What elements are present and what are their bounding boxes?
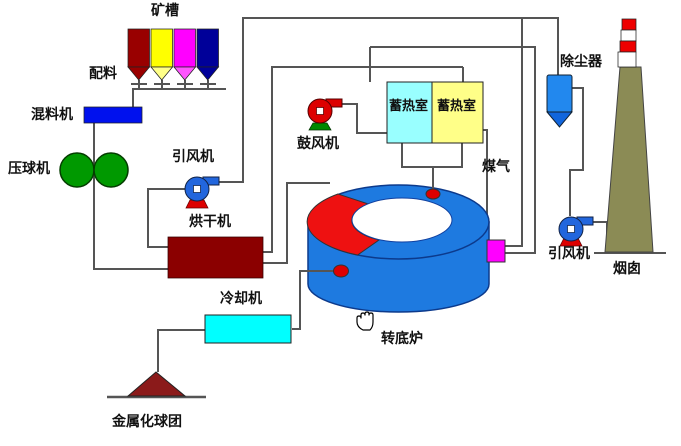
ore-hopper-1 [127,28,150,68]
mixer-label: 混料机 [31,107,73,123]
pipe-regentop-to-fluebox [370,46,536,254]
chimney-stripe-white-2 [617,51,637,68]
chimney-stripe-red-1 [621,18,637,31]
dryer-label: 烘干机 [189,214,231,230]
ore-hopper-3 [173,28,196,68]
pipe-topline-to-fluebox [505,18,523,247]
dryer-fan-label: 引风机 [172,149,214,165]
dryer-fan-icon [184,176,220,209]
cooler-label: 冷却机 [220,291,262,307]
dryer-fan-base [185,199,209,209]
briquetting-roller-right [93,152,129,188]
pipe-dustcollector-to-fan [569,87,584,216]
regenerator-right-box [431,81,484,144]
coal-gas-label: 煤气 [482,159,510,175]
dryer-box [167,236,264,279]
ore-bins [127,28,220,81]
ore-hopper-2 [150,28,173,68]
regenerator-right-label: 蓄热室 [437,99,477,114]
chimney-fan-icon [558,216,594,247]
pipe-discharge-to-cooler [292,270,334,330]
chimney-fan-label: 引风机 [548,246,590,262]
chimney-stripe-red-2 [619,40,637,53]
metallized-pellets-label: 金属化球团 [112,414,182,430]
flue-gas-box [486,239,506,263]
chimney-shape [604,18,654,253]
pipe-fan-to-chimney [592,221,608,251]
pipe-regen-bracket [401,143,463,168]
cooler-box [204,314,292,344]
blower-hub [316,107,324,115]
pipe-hotgas-to-dryer [263,66,463,253]
pipe-blower-to-regen [342,103,387,134]
furnace-discharge-dot [333,264,349,278]
ore-hopper-3-funnel [173,66,197,81]
pipe-furnace-to-dryer [263,182,330,264]
pipes-over-furnace [292,167,434,330]
ore-hopper-2-funnel [150,66,174,81]
ore-hopper-4-funnel [196,66,220,81]
dust-collector-funnel [545,111,574,128]
regenerator-left-label: 蓄热室 [389,99,429,114]
chimney-label: 烟囱 [613,261,641,277]
ore-bin-label: 矿槽 [151,3,179,19]
dryer-fan-hub [193,185,201,193]
dust-collector-shape [545,74,574,128]
pipe-dryerfan-to-dryer [147,188,185,248]
hand-cursor-icon [356,311,374,331]
furnace-top-port-dot [425,188,441,200]
briquetting-machine-label: 压球机 [8,161,50,177]
pipe-dryerfan-to-dustcollector [219,17,559,183]
chimney-stripe-white-1 [620,29,637,42]
blower-label: 鼓风机 [297,136,339,152]
dust-collector-label: 除尘器 [560,54,602,70]
ore-hopper-4 [196,28,219,68]
blower-icon [307,98,343,131]
chimney-fan-hub [567,225,575,233]
ore-hopper-1-funnel [127,66,151,81]
mixer-box [83,106,143,124]
blower-base [308,122,332,131]
pipe-regen-right-to-fluebox [483,129,488,240]
dust-collector-body [546,74,573,113]
pellet-pile [126,371,187,397]
briquetting-roller-left [59,152,95,188]
furnace-center-hole [351,197,453,243]
batching-label: 配料 [89,66,117,82]
rotary-hearth-furnace-label: 转底炉 [381,331,423,347]
rotary-hearth-furnace-shape [306,184,490,313]
pipe-cooler-to-pile [157,329,205,372]
chimney-body [604,66,654,253]
